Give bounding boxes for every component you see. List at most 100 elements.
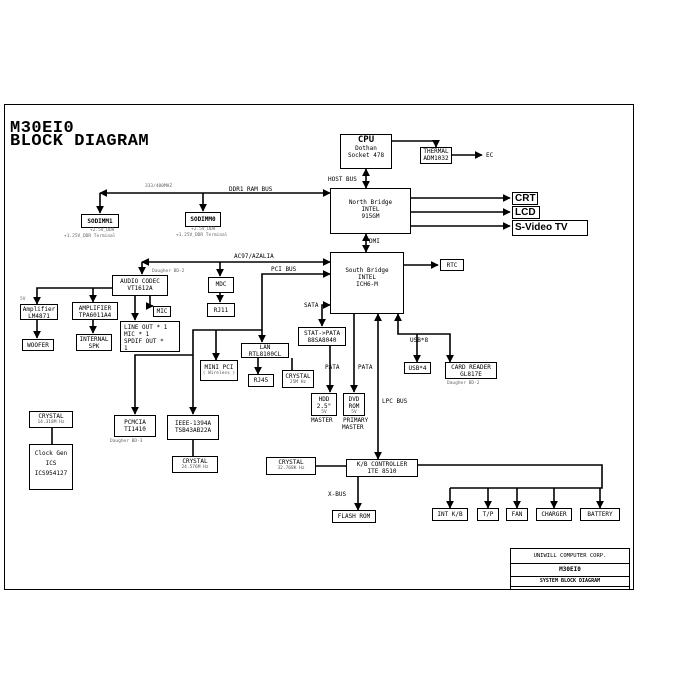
crystal-clock-label: CRYSTAL: [38, 413, 64, 420]
daughter-board-label-3: Daugher BD-3: [110, 439, 143, 444]
north-bridge-block: North Bridge INTEL 915GM: [330, 188, 411, 234]
lan-block: LAN RTL8100CL: [241, 343, 289, 358]
drawing-border: [4, 104, 634, 590]
dvd-rom-label: ROM: [348, 403, 360, 410]
crystal-ieee-label: CRYSTAL: [182, 458, 208, 465]
cpu-model: Dothan: [355, 145, 377, 152]
crystal-lan-freq: 25M Hz: [289, 380, 307, 385]
cpu-block: CPU Dothan Socket 478: [340, 134, 392, 169]
crystal-kb-label: CRYSTAL: [278, 459, 304, 466]
crystal-clock-freq: 14.318M Hz: [37, 420, 65, 425]
spdif-count-label: 1: [124, 345, 128, 352]
primary-master-label: MASTER: [342, 424, 364, 431]
clock-gen-block: Clock Gen ICS ICS954127: [29, 444, 73, 490]
mini-pci-block: MINI PCI ( Wireless ): [200, 360, 238, 381]
hdd-label: HDD: [318, 396, 330, 403]
crystal-kb-freq: 32.768K Hz: [277, 466, 305, 471]
flash-rom-block: FLASH ROM: [332, 510, 376, 523]
lcd-block: LCD: [512, 206, 540, 219]
amplifier-mid-chip: TPA6011A4: [78, 312, 112, 319]
pcmcia-chip: TI1410: [124, 426, 146, 433]
sodimm0-label: SODIMM0: [190, 216, 216, 223]
mdc-block: MDC: [208, 277, 234, 293]
cpu-label: CPU: [357, 135, 375, 145]
card-reader-chip: GL817E: [460, 371, 482, 378]
primary-label: PRIMARY: [343, 417, 369, 424]
mic-block: MIC: [153, 306, 171, 317]
ec-label: EC: [486, 152, 494, 159]
south-bridge-label: South Bridge: [345, 267, 389, 274]
clock-gen-label: Clock Gen: [34, 450, 68, 457]
title-block: UNIWILL COMPUTER CORP. M30EI0 SYSTEM BLO…: [510, 548, 630, 590]
sodimm1-block: SODIMM1: [81, 214, 119, 228]
usb4-block: USB*4: [404, 362, 431, 374]
pata-label-dvd: PATA: [358, 364, 373, 371]
svideo-block: S-Video TV: [512, 220, 588, 236]
amplifier-left-label: Amplifier: [22, 306, 56, 313]
ddr-bus-label: DDR1 RAM BUS: [229, 186, 273, 193]
north-bridge-chip: 915GM: [361, 213, 380, 220]
lan-chip: RTL8100CL: [248, 351, 282, 358]
pata-label-hdd: PATA: [325, 364, 340, 371]
hdd-voltage: 5V: [321, 410, 327, 415]
amplifier-left-chip: LM4871: [28, 313, 50, 320]
crystal-ieee-block: CRYSTAL 24.576M Hz: [172, 456, 218, 473]
lan-label: LAN: [259, 344, 271, 351]
card-reader-label: CARD READER: [451, 364, 491, 371]
pcmcia-label: PCMCIA: [124, 419, 146, 426]
dvd-rom-block: DVD ROM 5V: [343, 393, 365, 416]
sodimm1-terminal: +1.25V_DDR Terminal: [64, 234, 116, 239]
title-block-model: M30EI0: [511, 564, 629, 577]
sodimm1-voltage: +2.5V_DDR: [90, 228, 115, 233]
lpc-bus-label: LPC BUS: [382, 398, 408, 405]
touchpad-block: T/P: [477, 508, 499, 521]
ac97-label: AC97/AZALIA: [234, 253, 274, 260]
xbus-label: X-BUS: [328, 491, 347, 498]
sodimm0-block: SODIMM0: [185, 212, 221, 227]
amplifier-lm4871-block: Amplifier LM4871: [20, 304, 58, 320]
crystal-kb-block: CRYSTAL 32.768K Hz: [266, 457, 316, 475]
north-bridge-vendor: INTEL: [361, 206, 380, 213]
clock-gen-chip: ICS954127: [34, 470, 68, 477]
audio-codec-chip: VT1612A: [127, 285, 153, 292]
sata-pata-label: STAT->PATA: [303, 330, 341, 337]
audio-codec-block: AUDIO CODEC VT1612A: [112, 275, 168, 296]
mic-in-label: MIC * 1: [124, 331, 150, 338]
ieee1394-label: IEEE-1394A: [174, 420, 212, 427]
amplifier-mid-label: AMPLIFIER: [78, 305, 112, 312]
crystal-lan-label: CRYSTAL: [285, 373, 311, 380]
south-bridge-block: South Bridge INTEL ICH6-M: [330, 252, 404, 314]
cpu-socket: Socket 478: [347, 152, 385, 159]
title-block-company: UNIWILL COMPUTER CORP.: [511, 549, 629, 564]
thermal-chip: ADM1032: [423, 155, 449, 162]
diagram-title: BLOCK DIAGRAM: [10, 132, 150, 151]
hdd-master-label: MASTER: [311, 417, 333, 424]
dmi-label: DMI: [369, 238, 380, 245]
sodimm1-label: SODIMM1: [87, 218, 113, 225]
fan-block: FAN: [506, 508, 528, 521]
ieee1394-chip: TSB43AB22A: [174, 427, 212, 434]
battery-block: BATTERY: [580, 508, 620, 521]
hdd-size: 2.5": [316, 403, 332, 410]
dvd-voltage: 5V: [351, 410, 357, 415]
audio-codec-label: AUDIO CODEC: [120, 278, 160, 285]
rj45-block: RJ45: [248, 374, 274, 387]
sodimm0-terminal: +1.25V_DDR Terminal: [176, 233, 228, 238]
south-bridge-chip: ICH6-M: [356, 281, 378, 288]
kb-controller-block: K/B CONTROLLER ITE 8510: [346, 459, 418, 477]
daughter-board-label-1: Daugher BD-2: [152, 269, 185, 274]
line-out-label: LINE OUT * 1: [124, 324, 168, 331]
clock-gen-vendor: ICS: [45, 460, 57, 467]
card-reader-block: CARD READER GL817E: [445, 362, 497, 379]
crt-block: CRT: [512, 192, 538, 205]
mem-speed-label: 333/400MHZ: [145, 184, 173, 189]
internal-keyboard-block: INT K/B: [432, 508, 468, 521]
usb8-label: USB*8: [410, 337, 429, 344]
crystal-ieee-freq: 24.576M Hz: [181, 465, 209, 470]
internal-speaker-sub: SPK: [88, 343, 100, 350]
title-block-sheet: SYSTEM BLOCK DIAGRAM: [511, 577, 629, 587]
amplifier-tpa-block: AMPLIFIER TPA6011A4: [72, 302, 118, 320]
diagram-title-model: M30EI0: [10, 119, 75, 138]
